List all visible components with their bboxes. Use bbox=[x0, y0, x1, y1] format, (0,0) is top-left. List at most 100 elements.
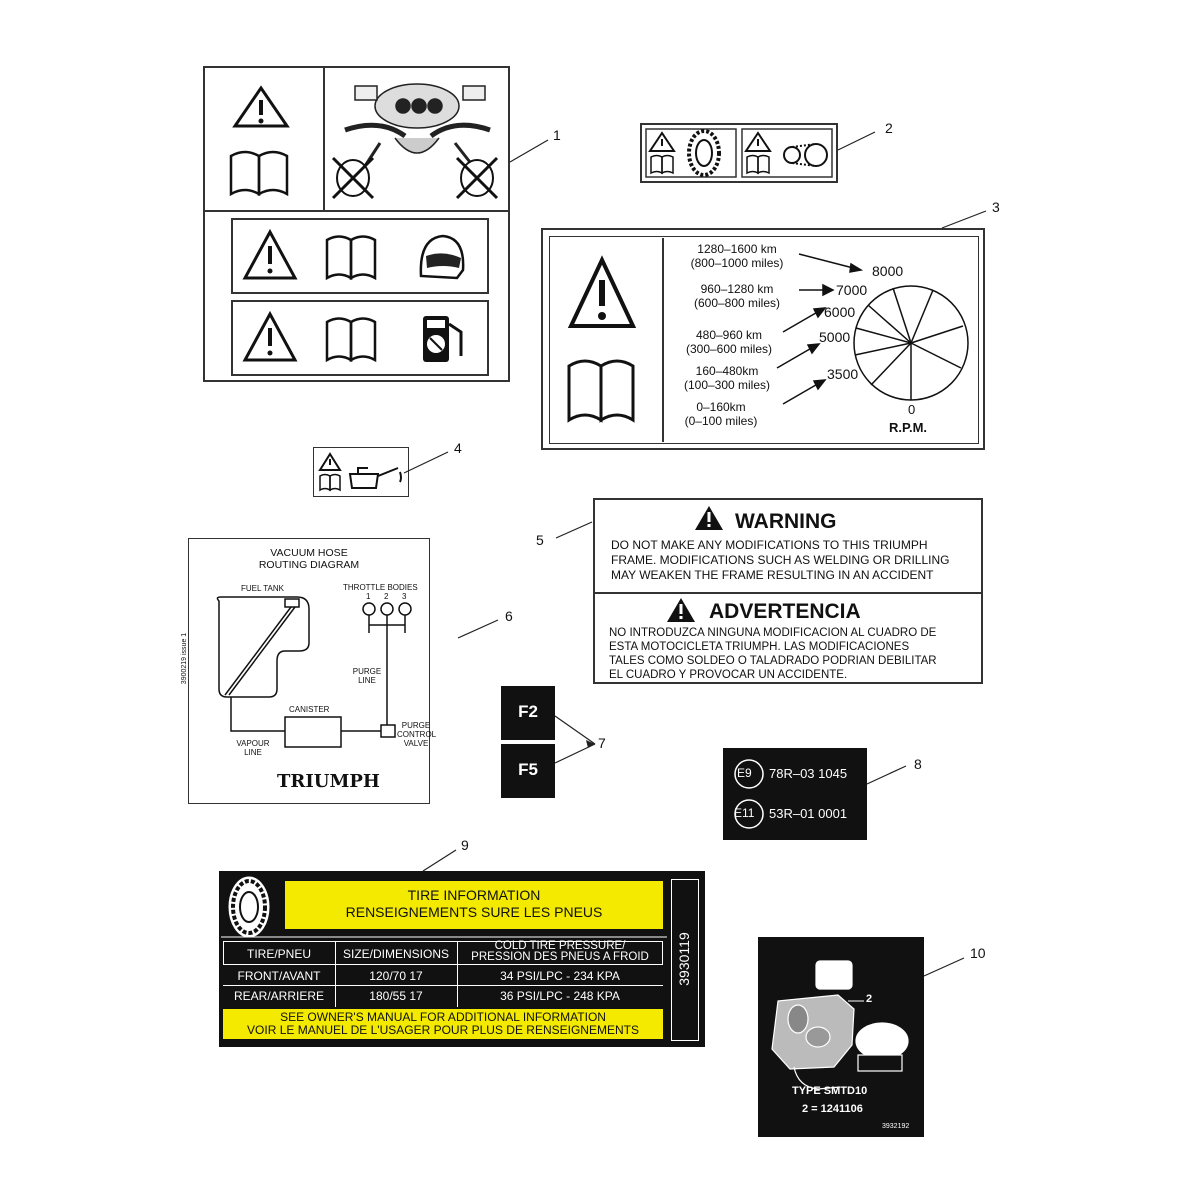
throttle-bodies-label: THROTTLE BODIES bbox=[343, 583, 418, 592]
purge-control-valve-shape bbox=[380, 724, 396, 738]
approval-code-2: 53R–01 0001 bbox=[769, 806, 848, 821]
callout-6: 6 bbox=[505, 608, 513, 624]
callout-1: 1 bbox=[553, 127, 561, 143]
warning-icon bbox=[242, 228, 298, 280]
range-4-km: 160–480km bbox=[695, 364, 759, 378]
purge-line-label-1: PURGE bbox=[352, 667, 382, 676]
purge-control-valve-label: PURGE CONTROL VALVE bbox=[397, 721, 437, 748]
canister-label: CANISTER bbox=[289, 705, 330, 714]
fuse-f5: F5 bbox=[518, 760, 538, 779]
range-3: 480–960 km (300–600 miles) bbox=[663, 328, 795, 356]
tire-table-header-size: SIZE/DIMENSIONS bbox=[342, 947, 449, 961]
tire-info-title-2: RENSEIGNEMENTS SURE LES PNEUS bbox=[345, 904, 603, 920]
helmet-crossed-icon-left bbox=[331, 156, 375, 200]
vapour-line-label: VAPOUR LINE bbox=[233, 739, 273, 757]
fuel-pump-icon bbox=[423, 316, 463, 362]
warning-icon bbox=[567, 255, 637, 328]
tire-front-pressure: 34 PSI/LPC - 234 KPA bbox=[500, 969, 620, 983]
advertencia-triangle-filled-icon bbox=[667, 598, 695, 622]
tire-table-header-row bbox=[223, 941, 663, 965]
manual-book-icon bbox=[567, 359, 635, 423]
rpm-3500: 3500 bbox=[827, 366, 859, 382]
tire-table-col-divider-2 bbox=[457, 941, 458, 1007]
label-5: WARNING DO NOT MAKE ANY MODIFICATIONS TO… bbox=[593, 498, 983, 684]
engine-type: TYPE SMTD10 bbox=[792, 1085, 868, 1097]
tire-info-side-box bbox=[671, 879, 699, 1041]
label-9-tire-graphic bbox=[221, 876, 667, 938]
tire-info-title: TIRE INFORMATION RENSEIGNEMENTS SURE LES… bbox=[285, 887, 663, 921]
oil-can-icon bbox=[348, 467, 402, 489]
range-2: 960–1280 km (600–800 miles) bbox=[669, 282, 805, 310]
warning-icon bbox=[744, 131, 772, 152]
manual-book-icon bbox=[746, 154, 770, 175]
throttle-body-2: 2 bbox=[384, 592, 389, 601]
mileage-arrows bbox=[776, 253, 864, 405]
fuel-tank-label: FUEL TANK bbox=[241, 584, 284, 593]
tire-rear-size: 180/55 17 bbox=[369, 989, 423, 1003]
label-6: VACUUM HOSE ROUTING DIAGRAM FUEL TANK TH… bbox=[181, 538, 436, 804]
label-8-circles bbox=[734, 759, 764, 829]
fuse-f2: F2 bbox=[518, 702, 538, 721]
tire-front-size: 120/70 17 bbox=[369, 969, 423, 983]
range-5: 0–160km (0–100 miles) bbox=[655, 400, 787, 428]
label-8: E9 78R–03 1045 E11 53R–01 0001 bbox=[723, 748, 867, 840]
label-5-divider bbox=[595, 592, 981, 594]
label-1-divider-v bbox=[323, 68, 325, 212]
chain-sprocket-icon bbox=[783, 143, 828, 167]
manual-book-icon bbox=[325, 317, 377, 363]
approval-e9: E9 bbox=[737, 766, 752, 780]
callout-3: 3 bbox=[992, 199, 1000, 215]
tire-icon bbox=[228, 876, 270, 938]
diagram-side-code: 3900219 issue 1 bbox=[181, 632, 189, 685]
range-5-km: 0–160km bbox=[696, 400, 746, 414]
label-1-row-fuel bbox=[231, 300, 489, 376]
approval-e11: E11 bbox=[734, 806, 755, 820]
advertencia-line-4: EL CUADRO Y PROVOCAR UN ACCIDENTE. bbox=[609, 669, 848, 681]
label-2 bbox=[640, 123, 838, 183]
pcv-label-2: CONTROL bbox=[397, 730, 437, 739]
label-4-icons bbox=[318, 452, 402, 492]
range-5-miles: (0–100 miles) bbox=[684, 414, 758, 428]
rpm-label: R.P.M. bbox=[889, 420, 928, 435]
callout-4: 4 bbox=[454, 440, 462, 456]
manual-book-icon bbox=[319, 473, 341, 492]
label-1-row-fuel-icons bbox=[242, 310, 463, 363]
warning-text: DO NOT MAKE ANY MODIFICATIONS TO THIS TR… bbox=[611, 538, 949, 583]
label-2-icons bbox=[645, 128, 833, 178]
tire-table-header-pressure: COLD TIRE PRESSURE/ PRESSION DES PNEUS A… bbox=[457, 940, 663, 963]
throttle-body-1: 1 bbox=[366, 592, 371, 601]
warning-line-2: FRAME. MODIFICATIONS SUCH AS WELDING OR … bbox=[611, 553, 950, 567]
tire-table-header-pressure-2: PRESSION DES PNEUS A FROID bbox=[471, 951, 649, 963]
warning-icon bbox=[232, 85, 290, 128]
label-5-icons bbox=[667, 506, 723, 622]
tire-info-side-code: 3930119 bbox=[676, 932, 692, 986]
vapour-line bbox=[230, 697, 285, 732]
advertencia-title: ADVERTENCIA bbox=[709, 600, 861, 623]
purge-line-label: PURGE LINE bbox=[349, 667, 385, 685]
callout-8: 8 bbox=[914, 756, 922, 772]
vacuum-hose-diagram bbox=[216, 596, 412, 748]
tire-icon bbox=[687, 129, 721, 177]
tire-rear-pressure: 36 PSI/LPC - 248 KPA bbox=[500, 989, 620, 1003]
tire-table: TIRE/PNEU SIZE/DIMENSIONS COLD TIRE PRES… bbox=[223, 940, 663, 1007]
manual-book-icon bbox=[325, 235, 377, 281]
advertencia-line-2: ESTA MOTOCICLETA TRIUMPH. LAS MODIFICACI… bbox=[609, 641, 910, 653]
tire-front-label: FRONT/AVANT bbox=[237, 969, 321, 983]
range-2-km: 960–1280 km bbox=[700, 282, 774, 296]
label-10: 2 TYPE SMTD10 2 = 1241106 3932192 bbox=[758, 937, 924, 1137]
callout-2: 2 bbox=[885, 120, 893, 136]
warning-icon bbox=[242, 310, 298, 362]
tire-info-title-1: TIRE INFORMATION bbox=[407, 887, 541, 903]
range-1-km: 1280–1600 km bbox=[697, 242, 777, 256]
approval-code-1: 78R–03 1045 bbox=[769, 766, 848, 781]
label-1-row-helmet-icons bbox=[242, 228, 465, 281]
rpm-0: 0 bbox=[908, 402, 916, 417]
advertencia-text: NO INTRODUZCA NINGUNA MODIFICACION AL CU… bbox=[609, 626, 937, 682]
engine-illustration bbox=[771, 960, 909, 1090]
tire-info-footer: SEE OWNER'S MANUAL FOR ADDITIONAL INFORM… bbox=[223, 1009, 663, 1039]
handlebar-illustration bbox=[344, 83, 491, 167]
advertencia-line-3: TALES COMO SOLDEO O TALADRADO PODRIAN DE… bbox=[609, 655, 937, 667]
helmet-icon bbox=[419, 234, 465, 280]
range-1-miles: (800–1000 miles) bbox=[690, 256, 784, 270]
label-4 bbox=[313, 447, 409, 497]
